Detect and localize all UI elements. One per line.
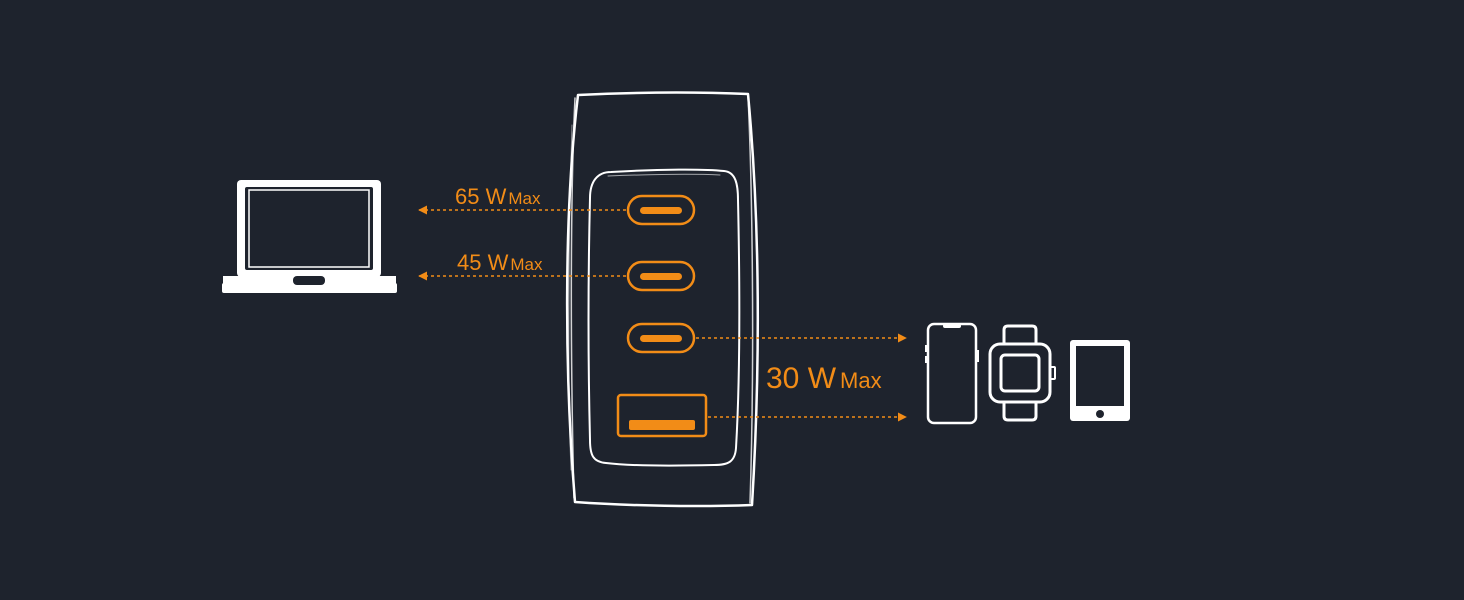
smartwatch-icon [988,324,1056,422]
tablet-icon [1070,340,1130,421]
charger-icon [565,91,760,508]
shared-max: Max [840,368,882,393]
usb-c-port-2 [626,260,696,292]
port1-watts: 65 W [455,184,507,209]
usb-c-port-3 [626,322,696,354]
laptop-icon [222,180,397,293]
port1-max: Max [508,189,541,208]
smartphone-icon [925,322,979,425]
port2-max: Max [510,255,543,274]
shared-watts: 30 W [766,362,837,395]
port2-watts: 45 W [457,250,509,275]
usb-a-port [616,393,708,438]
usb-c-port-1 [626,194,696,226]
